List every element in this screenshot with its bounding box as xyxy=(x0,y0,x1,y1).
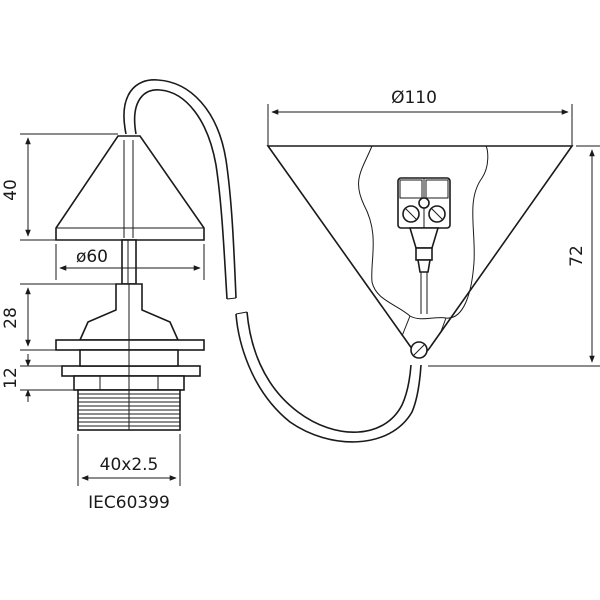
cone-diameter-label: Ø110 xyxy=(391,88,437,108)
small-canopy xyxy=(55,135,205,241)
cone-height-label: 72 xyxy=(567,245,587,267)
stem xyxy=(121,239,137,285)
cone-fixing-screw xyxy=(410,341,428,359)
cone-height-dimension: 72 xyxy=(428,145,600,367)
holder-height-label: 28 xyxy=(1,307,21,329)
collar-height-dimension: 12 xyxy=(1,354,74,402)
thread-dimension: 40x2.5 IEC60399 xyxy=(77,434,181,513)
canopy-height-label: 40 xyxy=(1,179,21,201)
thread-label: 40x2.5 xyxy=(100,455,159,475)
holder-height-dimension: 28 xyxy=(1,283,116,351)
canopy-diameter-label: ø60 xyxy=(76,247,108,267)
lamp-holder xyxy=(55,283,205,431)
cable xyxy=(123,79,422,443)
cone-diameter-dimension: Ø110 xyxy=(267,88,573,140)
standard-label: IEC60399 xyxy=(88,493,170,513)
canopy-diameter-dimension: ø60 xyxy=(55,244,205,280)
collar-height-label: 12 xyxy=(1,367,21,389)
terminal-block xyxy=(397,177,451,314)
canopy-height-dimension: 40 xyxy=(1,133,118,241)
